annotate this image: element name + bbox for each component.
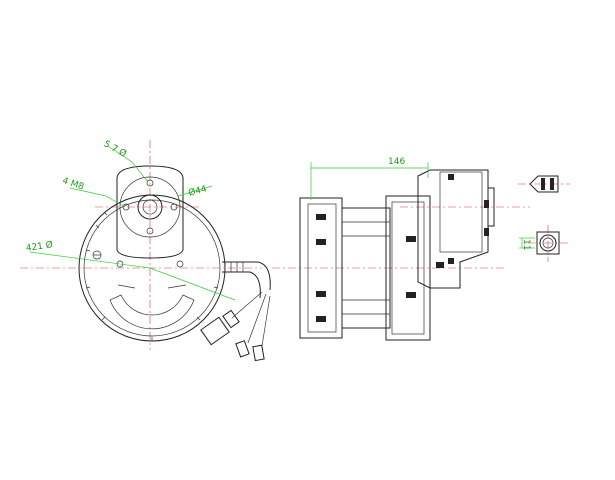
bolt-label: 4 M8 xyxy=(61,176,85,192)
gearbox-side xyxy=(417,169,489,289)
wire-1 xyxy=(231,291,263,319)
shaft-tip-outline xyxy=(529,175,559,193)
shaft-end-circle xyxy=(539,234,557,252)
shaft-end-square xyxy=(536,231,560,255)
bolt-hole-top xyxy=(146,179,154,187)
wire-bundle-bottom xyxy=(222,271,261,299)
flange-circle xyxy=(119,176,181,238)
gearbox-bolts xyxy=(436,174,489,268)
housing-bolt-right xyxy=(176,260,184,268)
spade-terminal-1 xyxy=(235,340,250,358)
key-width-label: 11 xyxy=(521,239,531,250)
front-end-cap xyxy=(385,195,431,341)
wire-bundle-top xyxy=(222,261,271,291)
wire-2 xyxy=(247,293,267,344)
shaft-detail-end: 11 xyxy=(519,225,570,262)
bolt-circle-label: 5 7 Ø xyxy=(102,138,129,159)
side-view: 146 xyxy=(272,157,530,341)
shaft-diameter-label: Ø44 xyxy=(187,183,208,198)
motor-diameter-label: 421 Ø xyxy=(25,239,53,254)
front-view: 5 7 Ø 4 M8 Ø44 421 Ø xyxy=(20,138,271,362)
shaft-diameter-leader xyxy=(177,185,213,197)
shaft-detail-side xyxy=(518,175,570,193)
rear-cap-vents xyxy=(316,214,326,322)
wire-3 xyxy=(261,295,271,347)
main-connector xyxy=(200,309,240,346)
housing-bolt-left xyxy=(116,260,124,268)
slot-ribs xyxy=(117,284,187,289)
bolt-leader xyxy=(69,187,126,208)
front-cap-vents xyxy=(406,236,416,298)
bolt-hole-right xyxy=(170,203,178,211)
bolt-hole-bottom xyxy=(146,227,154,235)
stator-body xyxy=(341,207,391,329)
length-label: 146 xyxy=(388,157,405,167)
bolt-circle-leader xyxy=(107,145,149,183)
bolt-hole-left xyxy=(122,203,130,211)
shaft-outer xyxy=(137,194,163,220)
shaft-inner xyxy=(142,199,158,215)
cooling-slot xyxy=(109,294,195,330)
rim-ticks xyxy=(85,211,219,341)
spade-terminal-2 xyxy=(252,344,265,362)
motor-diameter-line xyxy=(29,251,236,301)
